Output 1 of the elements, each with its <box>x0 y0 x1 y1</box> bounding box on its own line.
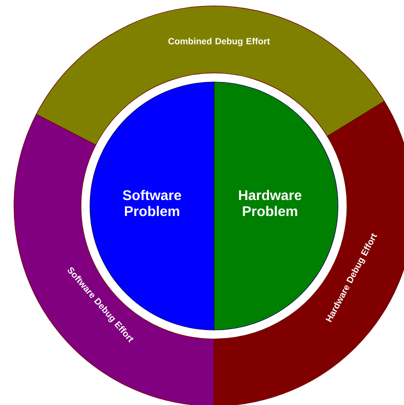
ring-segment: Combined Debug Effort <box>36 6 385 146</box>
